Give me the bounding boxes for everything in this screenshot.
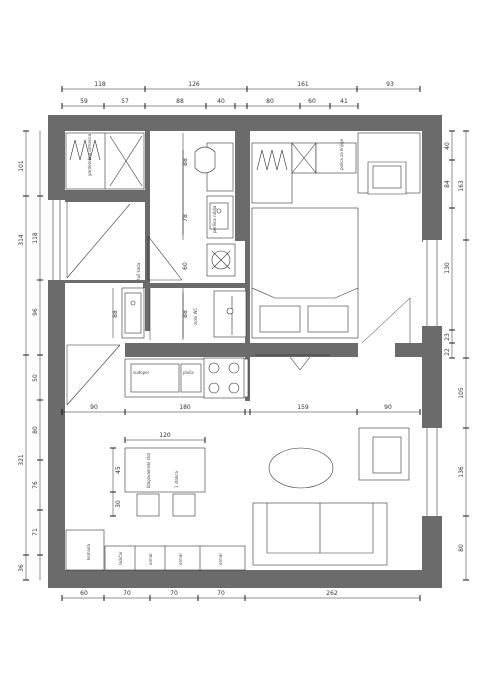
dim-top2-7: 41 bbox=[340, 98, 348, 105]
window-right-upper bbox=[422, 240, 442, 326]
dim-int-1: 90 bbox=[90, 404, 98, 411]
bathroom-door: tuš kada bbox=[136, 235, 183, 281]
dim-bottom-5: 262 bbox=[326, 590, 338, 597]
dim-right-8: 23 bbox=[444, 333, 451, 341]
dim-chair-depth: 30 bbox=[115, 500, 122, 508]
dim-left-8: 80 bbox=[32, 426, 39, 434]
dimension-lines-interior bbox=[61, 150, 421, 517]
entry-wardrobe: garderobna ormarica bbox=[65, 132, 145, 190]
dim-top2-5: 80 bbox=[266, 98, 274, 105]
dim-left-10: 71 bbox=[32, 528, 39, 536]
shower-area: zidni WC bbox=[121, 287, 247, 340]
top-dim-labels-2: 59 57 88 40 80 60 41 bbox=[80, 98, 348, 105]
bottom-cabinets: komoda ladičar ormar ormar ormar bbox=[65, 529, 246, 571]
dim-top2-3: 88 bbox=[176, 98, 184, 105]
dim-bottom-4: 70 bbox=[217, 590, 225, 597]
dim-cab-3: 60 bbox=[182, 262, 189, 270]
shelf-label: polica za knjige bbox=[339, 138, 344, 170]
living-door bbox=[255, 354, 330, 371]
dim-bottom-1: 60 bbox=[80, 590, 88, 597]
dim-left-5: 118 bbox=[32, 232, 39, 244]
bed bbox=[251, 207, 359, 339]
shower-label: tuš kada bbox=[136, 262, 141, 280]
dim-left-2: 314 bbox=[18, 234, 25, 246]
dim-right-9: 22 bbox=[444, 348, 451, 356]
dim-bottom-2: 70 bbox=[123, 590, 131, 597]
dim-right-5: 40 bbox=[444, 142, 451, 150]
dim-top2-2: 57 bbox=[121, 98, 129, 105]
dim-int-3: 159 bbox=[297, 404, 309, 411]
dim-right-4: 80 bbox=[458, 544, 465, 552]
wardrobe-label: garderobna ormarica bbox=[87, 133, 92, 176]
kitchen-counter: sudoper ploča bbox=[124, 357, 249, 399]
bedroom-closet: polica za knjige bbox=[251, 132, 421, 204]
dim-cab-5: 88 bbox=[112, 310, 119, 318]
dim-left-1: 101 bbox=[18, 160, 25, 172]
dim-bottom-3: 70 bbox=[170, 590, 178, 597]
living-furniture bbox=[252, 427, 410, 566]
dim-top-1: 118 bbox=[94, 81, 106, 88]
interior-walls bbox=[65, 131, 423, 401]
right-dim-labels: 163 105 136 80 40 84 130 23 22 bbox=[444, 142, 465, 552]
dim-right-1: 163 bbox=[458, 180, 465, 192]
dim-right-7: 130 bbox=[444, 262, 451, 274]
dimension-lines-bottom bbox=[61, 595, 421, 601]
entry-door bbox=[66, 202, 131, 279]
dimension-lines-right bbox=[449, 130, 469, 581]
stove-label: ploča bbox=[183, 370, 194, 375]
sink-label: sudoper bbox=[133, 370, 150, 375]
cabinet-b-label: ormar bbox=[178, 553, 183, 565]
table-label-2: 1 stolica bbox=[174, 471, 179, 488]
wc-label: zidni WC bbox=[193, 307, 198, 325]
dim-cab-4: 88 bbox=[182, 310, 189, 318]
interior-dim-labels: 90 180 159 90 120 45 30 88 78 60 88 88 bbox=[90, 158, 392, 508]
dim-right-2: 105 bbox=[458, 387, 465, 399]
dim-cab-2: 78 bbox=[182, 214, 189, 222]
kitchen-door bbox=[66, 344, 121, 406]
dim-table-depth: 45 bbox=[115, 466, 122, 474]
dim-cab-1: 88 bbox=[182, 158, 189, 166]
window-right-lower bbox=[422, 428, 442, 516]
dim-top-2: 126 bbox=[188, 81, 200, 88]
bedroom-door bbox=[361, 297, 411, 344]
dim-right-6: 84 bbox=[444, 180, 451, 188]
dim-int-4: 90 bbox=[384, 404, 392, 411]
dim-left-6: 96 bbox=[32, 308, 39, 316]
dim-right-3: 136 bbox=[458, 466, 465, 478]
dim-top2-6: 60 bbox=[308, 98, 316, 105]
dim-top2-1: 59 bbox=[80, 98, 88, 105]
bathroom-fixtures: perilica rublja bbox=[182, 133, 236, 277]
shoe-label: komoda bbox=[86, 543, 91, 560]
cabinet-a-label: ormar bbox=[148, 553, 153, 565]
dimension-lines-top bbox=[61, 86, 421, 109]
dim-left-9: 76 bbox=[32, 481, 39, 489]
side-label: ladičar bbox=[118, 551, 123, 565]
window-left-wall bbox=[48, 200, 65, 280]
dimension-lines-left bbox=[23, 130, 43, 581]
dim-top-4: 93 bbox=[386, 81, 394, 88]
washer-label: perilica rublja bbox=[212, 205, 217, 233]
cabinet-c-label: ormar bbox=[218, 553, 223, 565]
dim-top2-4: 40 bbox=[217, 98, 225, 105]
table-label: blagovaonski stol bbox=[146, 453, 151, 488]
dim-int-2: 180 bbox=[179, 404, 191, 411]
left-dim-labels: 101 314 321 36 118 96 50 80 76 71 bbox=[18, 160, 39, 572]
dim-top-3: 161 bbox=[297, 81, 309, 88]
dim-left-4: 36 bbox=[18, 564, 25, 572]
dining-set: blagovaonski stol 1 stolica bbox=[124, 447, 206, 517]
top-dim-labels-1: 118 126 161 93 bbox=[94, 81, 394, 88]
dim-table-width: 120 bbox=[159, 432, 171, 439]
dim-left-3: 321 bbox=[18, 454, 25, 466]
bottom-dim-labels: 60 70 70 70 262 bbox=[80, 590, 338, 597]
dim-left-7: 50 bbox=[32, 374, 39, 382]
